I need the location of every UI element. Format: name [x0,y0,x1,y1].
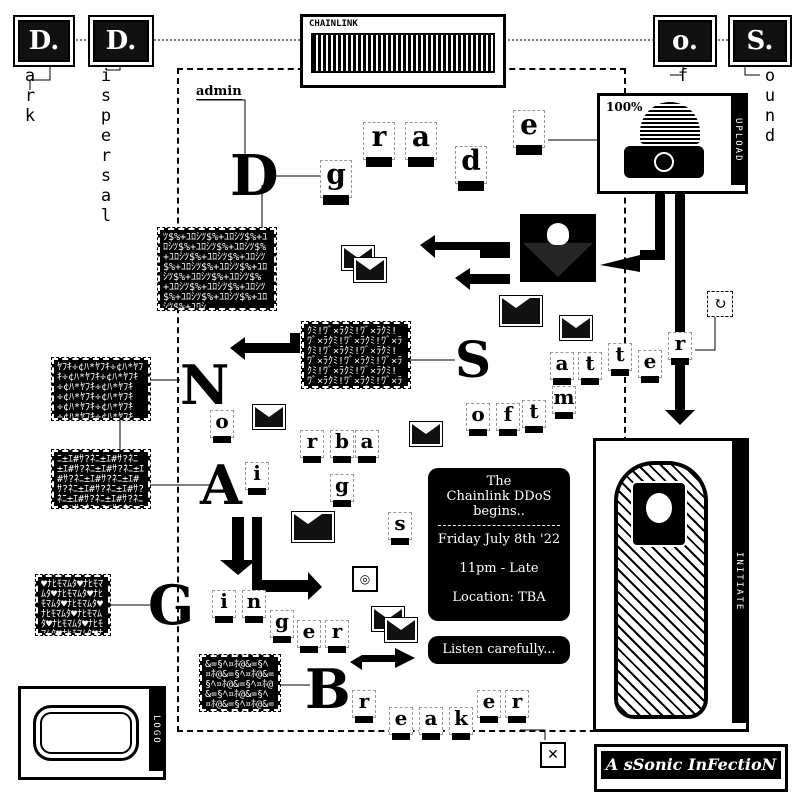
event-line-1: The [486,474,512,489]
logo-panel[interactable]: LOGO [18,686,166,780]
cap-s: S [455,330,492,389]
letter-tile-softmatter: f [496,403,520,436]
event-info-bubble: The Chainlink DDoS begins.. Friday July … [428,468,570,621]
letter-tile-ginger: g [270,610,294,643]
letter-tile-airbags: g [330,474,354,507]
upload-tag: UPLOAD [731,96,745,185]
letter-tile-softmatter: t [578,352,602,385]
chainlink-logo[interactable]: CHAINLINK [300,14,506,88]
letter-tile-airbags: i [245,462,269,495]
glyph-panel-6: &=§ﾍ¤ﾎ@&=§ﾍ¤ﾎ@&=§ﾍ¤ﾎ@&=§ﾍ¤ﾎ@&=§ﾍ¤ﾎ@&=§ﾍ¤… [199,654,281,712]
letter-tile-softmatter: e [638,350,662,383]
target-icon[interactable]: ◎ [352,566,378,592]
letter-tile-softmatter: a [550,352,574,385]
letter-tile-ginger: e [297,620,321,653]
corner-box-dark: D. [18,20,70,62]
laptop-icon [624,146,704,178]
skull-envelope-icon [520,214,596,282]
letter-tile-softmatter: t [522,400,546,433]
letter-tile-breaker: k [449,707,473,740]
cap-a: A [200,453,242,517]
letter-tile-softmatter: o [466,403,490,436]
letter-tile-airbags: r [300,430,324,463]
footer-tag: A sSonic InFectioN [594,744,788,792]
chainlink-wordmark [311,33,495,73]
letter-tile-downgrade: r [363,122,395,167]
cap-g: G [148,573,195,637]
glyph-panel-2: ｸﾐ!ﾜﾞ×ﾗｸﾐ!ﾜﾞ×ﾗｸﾐ!ﾜﾞ×ﾗｸﾐ!ﾜﾞ×ﾗｸﾐ!ﾜﾞ×ﾗｸﾐ!ﾜﾞ… [301,321,411,389]
letter-tile-softmatter: r [668,332,692,365]
word-f: f [677,66,689,86]
letter-tile-downgrade: g [320,160,352,205]
close-icon[interactable]: ✕ [540,742,566,768]
initiate-tag: INITIATE [732,441,746,723]
envelope-icon [252,404,286,430]
letter-tile-airbags: s [388,512,412,545]
letter-tile-breaker: a [419,707,443,740]
envelope-icon [291,511,335,543]
masked-face-icon [646,493,672,523]
initiate-panel[interactable]: INITIATE [593,438,749,732]
event-date: Friday July 8th '22 [437,532,561,547]
letter-tile-breaker: r [352,690,376,723]
letter-tile-ginger: r [325,620,349,653]
letter-tile-breaker: e [477,690,501,723]
letter-tile-downgrade: e [513,110,545,155]
glyph-panel-4: ﾆ±ｴ#ｻ?ﾈﾆ±ｴ#ｻ?ﾈﾆ±ｴ#ｻ?ﾈﾆ±ｴ#ｻ?ﾈﾆ±ｴ#ｻ?ﾈﾆ±ｴ#ｻ… [51,449,151,509]
letter-tile-downgrade: d [455,146,487,191]
cap-b: B [305,657,351,721]
event-line-3: begins.. [473,504,525,519]
letter-tile-softmatter: m [552,386,576,419]
corner-box-of: o. [658,20,712,62]
letter-tile-airbags: a [355,430,379,463]
letter-tile-breaker: r [505,690,529,723]
cap-d: D [230,143,279,209]
corner-box-dispersal: D. [93,20,149,62]
glyph-panel-3: ﾔﾌｷ÷¢ﾊ*ﾔﾌｷ÷¢ﾊ*ﾔﾌｷ÷¢ﾊ*ﾔﾌｷ÷¢ﾊ*ﾔﾌｷ÷¢ﾊ*ﾔﾌｷ÷¢… [51,357,151,421]
phone-screen [631,481,687,547]
event-location: Location: TBA [452,590,546,605]
sad-face-icon [654,152,674,172]
event-line-2: Chainlink DDoS [446,489,552,504]
envelope-icon [559,315,593,341]
skull-icon [547,223,569,245]
chainlink-caption: CHAINLINK [309,19,358,29]
refresh-icon[interactable]: ↻ [707,291,733,317]
cap-n: N [180,353,230,417]
letter-tile-softmatter: t [608,343,632,376]
event-time: 11pm - Late [459,561,539,576]
letter-tile-breaker: e [389,707,413,740]
hacker-avatar [640,102,700,144]
corner-box-sound: S. [733,20,787,62]
envelope-icon [409,421,443,447]
envelope-icon [384,617,418,643]
letter-tile-airbags: b [330,430,354,463]
glyph-panel-1: ﾂ$%+ﾕﾛｼﾂ$%+ﾕﾛｼﾂ$%+ﾕﾛｼﾂ$%+ﾕﾛｼﾂ$%+ﾕﾛｼﾂ$%+ﾕ… [157,227,277,311]
glyph-panel-5: ♥ﾅﾋﾓﾏﾑﾀ♥ﾅﾋﾓﾏﾑﾀ♥ﾅﾋﾓﾏﾑﾀ♥ﾅﾋﾓﾏﾑﾀ♥ﾅﾋﾓﾏﾑﾀ♥ﾅﾋﾓﾏ… [35,574,111,636]
letter-tile-ginger: n [242,590,266,623]
logo-tag: LOGO [149,689,163,771]
envelope-icon [353,257,387,283]
listen-bubble: Listen carefully... [428,636,570,664]
letter-tile-ginger: i [212,590,236,623]
upload-panel[interactable]: 100% UPLOAD [597,93,748,194]
chain-logo-icon [33,705,139,761]
admin-label: admin [196,84,242,100]
letter-tile-downgrade: a [405,122,437,167]
letter-tile-noir: o [210,410,234,443]
upload-percent: 100% [606,100,643,114]
envelope-icon [499,295,543,327]
